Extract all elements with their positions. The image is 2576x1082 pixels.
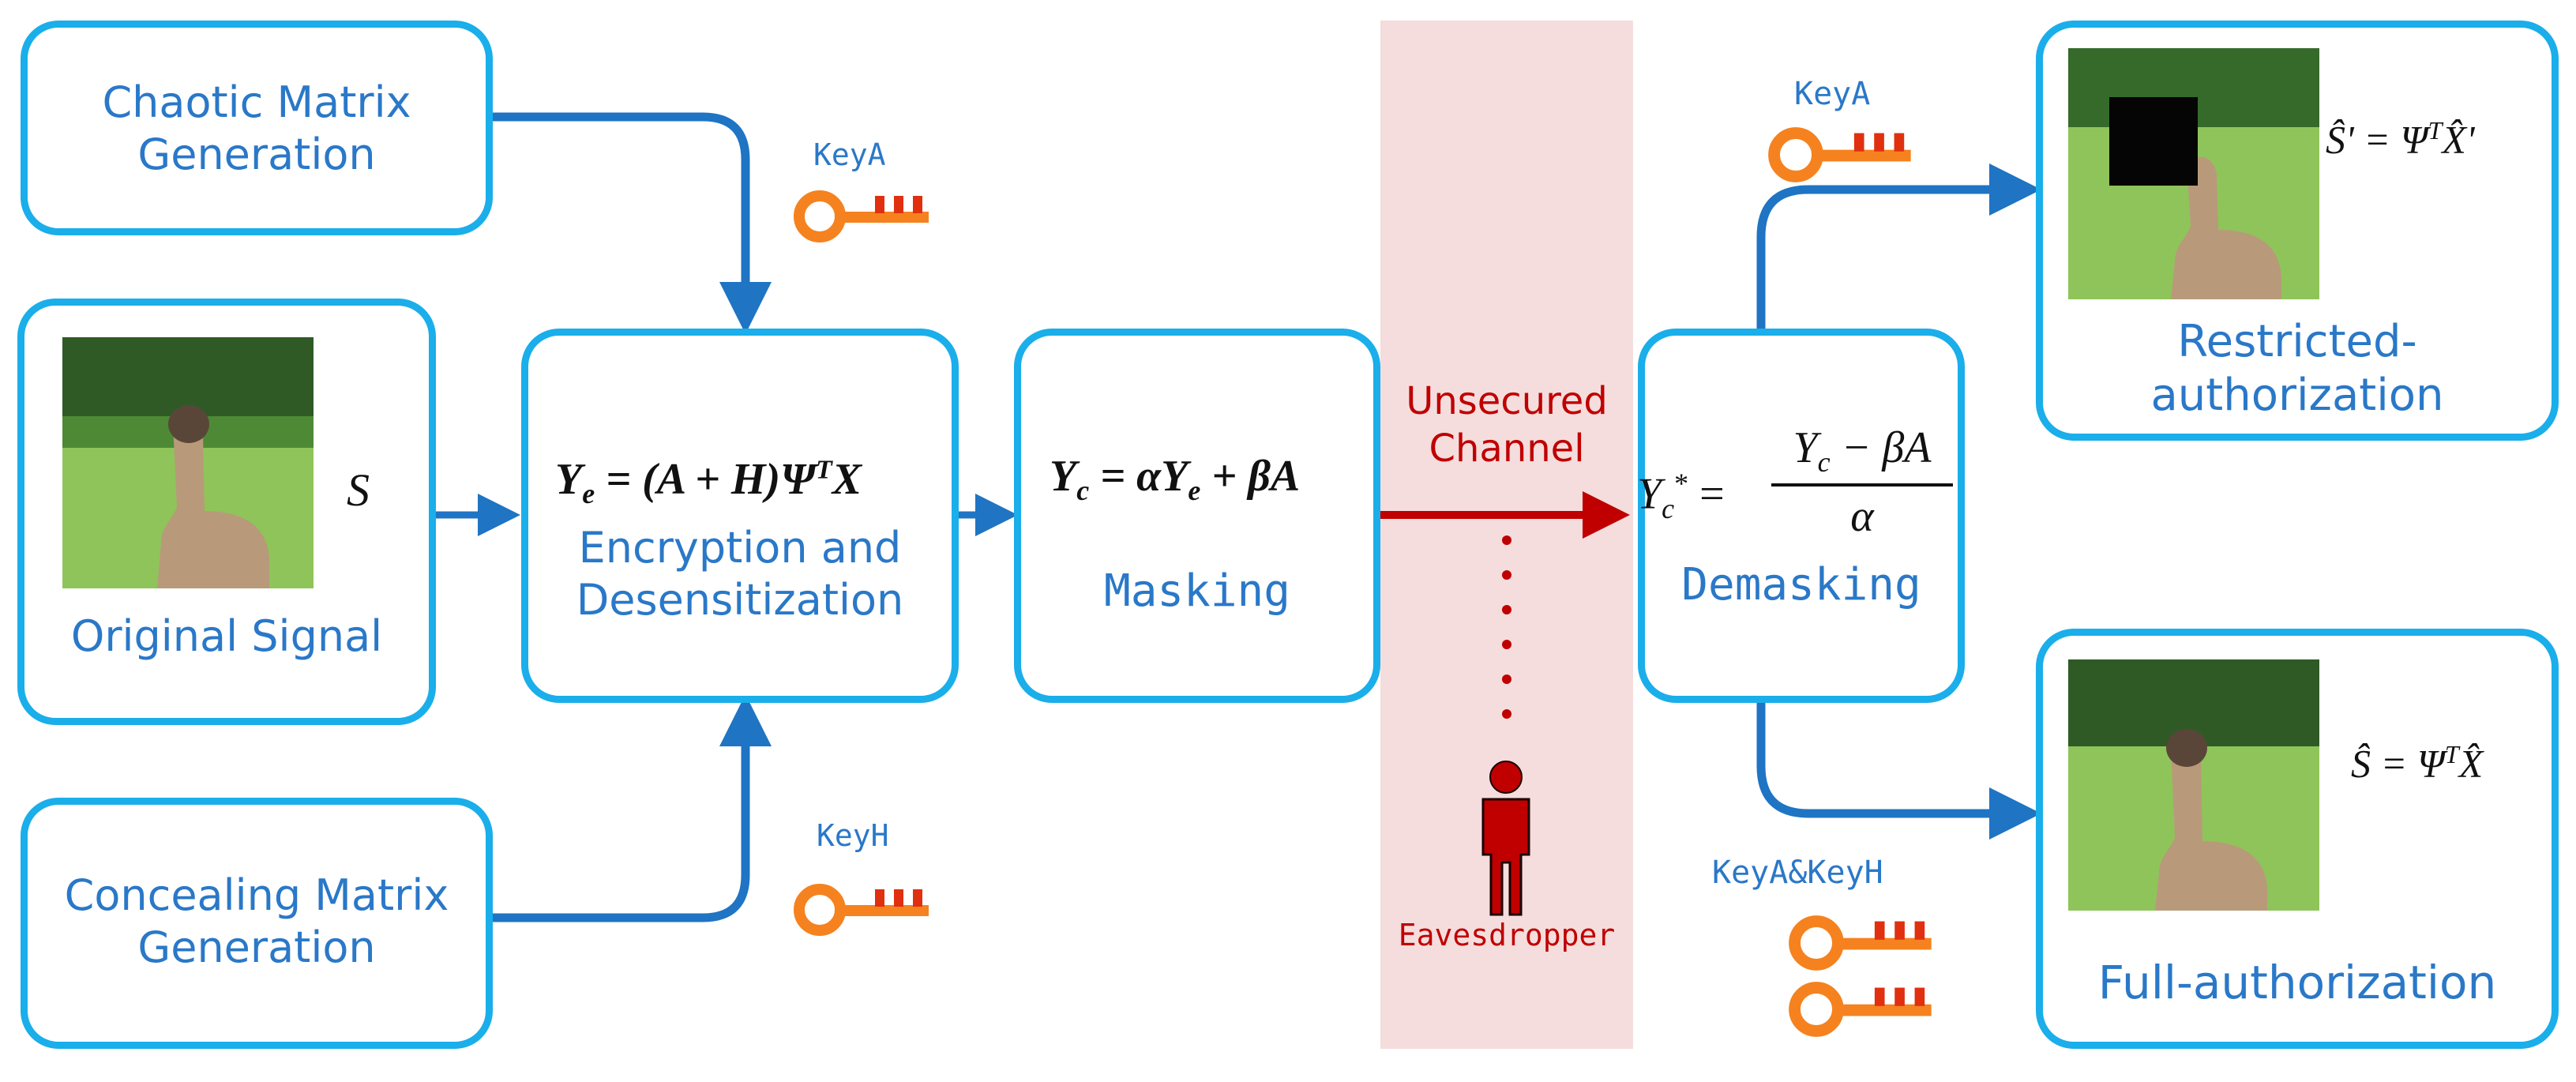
- restricted-line1: Restricted-: [2177, 316, 2417, 367]
- chaotic-matrix-box: Chaotic Matrix Generation: [21, 21, 493, 235]
- chaotic-line2: Generation: [137, 129, 376, 179]
- arrow-concealing-to-encryption: [493, 694, 772, 922]
- encryption-line2: Desensitization: [576, 574, 904, 625]
- key-ah-icon-2: [1789, 982, 1932, 1037]
- demasking-label: Demasking: [1681, 559, 1921, 611]
- llama-photo-full: [2068, 659, 2319, 911]
- eavesdropper-label: Eavesdropper: [1398, 918, 1616, 952]
- arrow-chaotic-to-encryption: [493, 112, 772, 334]
- key-ah-icon-1: [1789, 915, 1932, 971]
- eavesdropper-icon: [1481, 761, 1530, 916]
- arrow-demasking-to-full: [1756, 703, 2041, 840]
- key-a-right-label: KeyA: [1794, 76, 1871, 112]
- key-a-right-icon: [1768, 127, 1911, 182]
- chaotic-line1: Chaotic Matrix: [102, 77, 411, 127]
- key-a-top-icon: [794, 190, 929, 242]
- key-h-label: KeyH: [817, 818, 889, 853]
- encryption-formula: Ye = (A + H)ΨTX: [555, 455, 862, 510]
- channel-line1: Unsecured: [1406, 379, 1608, 423]
- concealing-matrix-box: Concealing Matrix Generation: [21, 798, 493, 1049]
- eavesdrop-dots: [1502, 535, 1511, 719]
- masking-formula: Yc = αYe + βA: [1050, 452, 1301, 507]
- demasking-box: Yc* = Yc − βA α Demasking: [1637, 329, 1965, 703]
- original-symbol: S: [347, 464, 370, 516]
- unsecured-channel-label: Unsecured Channel: [1380, 378, 1633, 472]
- restricted-line2: authorization: [2150, 370, 2444, 422]
- full-label: Full-authorization: [2097, 956, 2497, 1009]
- original-label: Original Signal: [70, 611, 383, 661]
- llama-photo-original: [62, 337, 314, 588]
- key-a-top-label: KeyA: [813, 137, 886, 172]
- llama-photo-restricted: [2068, 48, 2319, 299]
- channel-line2: Channel: [1429, 426, 1585, 471]
- concealing-line2: Generation: [137, 922, 376, 972]
- full-formula: Ŝ = ΨTX̂: [2351, 740, 2484, 786]
- key-h-icon: [794, 884, 929, 936]
- masking-label: Masking: [1103, 565, 1290, 617]
- concealing-line1: Concealing Matrix: [64, 870, 449, 920]
- encryption-box: Ye = (A + H)ΨTX Encryption and Desensiti…: [521, 329, 959, 703]
- arrow-demasking-to-restricted: [1756, 163, 2041, 329]
- restricted-formula: Ŝ' = ΨTX̂': [2326, 116, 2475, 162]
- restricted-authorization-box: Ŝ' = ΨTX̂' Restricted- authorization: [2036, 21, 2559, 441]
- key-ah-label: KeyA&KeyH: [1712, 855, 1883, 891]
- original-signal-box: S Original Signal: [17, 299, 436, 725]
- masking-box: Yc = αYe + βA Masking: [1014, 329, 1380, 703]
- full-authorization-box: Ŝ = ΨTX̂ Full-authorization: [2036, 629, 2559, 1049]
- encryption-line1: Encryption and: [578, 523, 902, 573]
